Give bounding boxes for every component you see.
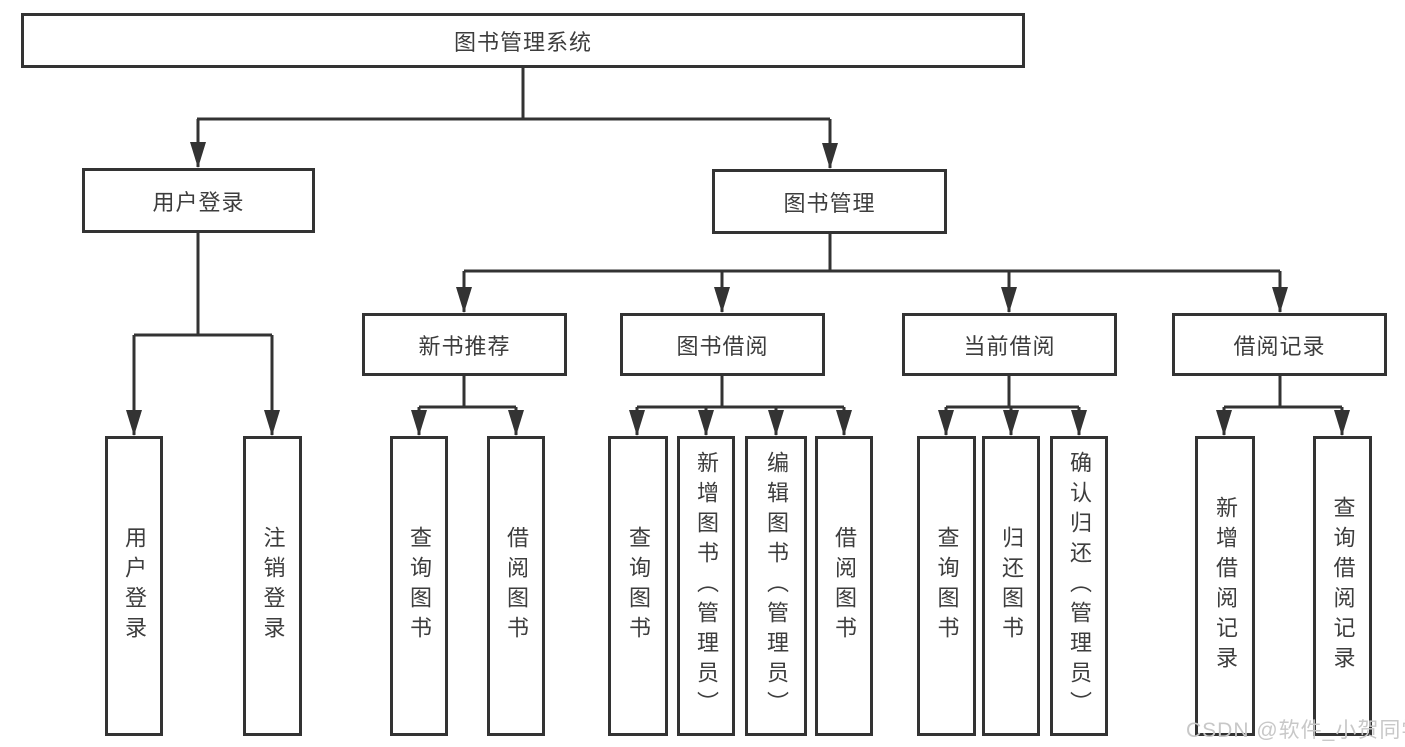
node-leaf-query-books-3-label: 查询图书 <box>934 526 960 646</box>
node-leaf-query-books-2-label: 查询图书 <box>626 526 651 646</box>
node-leaf-confirm-return-admin: 确认归还（管理员） <box>1050 436 1108 736</box>
node-leaf-query-borrow-record-label: 查询借阅记录 <box>1330 496 1356 676</box>
node-leaf-confirm-return-admin-label: 确认归还（管理员） <box>1067 451 1092 721</box>
node-leaf-borrow-books-2-label: 借阅图书 <box>832 526 857 646</box>
node-leaf-logout-label: 注销登录 <box>260 526 286 646</box>
node-leaf-user-login-label: 用户登录 <box>122 526 147 646</box>
node-leaf-logout: 注销登录 <box>243 436 302 736</box>
node-leaf-edit-books-admin: 编辑图书（管理员） <box>745 436 807 736</box>
node-leaf-add-books-admin-label: 新增图书（管理员） <box>694 451 719 721</box>
node-user-login-group-label: 用户登录 <box>152 189 245 215</box>
node-leaf-query-books-3: 查询图书 <box>917 436 976 736</box>
node-user-login-group: 用户登录 <box>82 168 315 233</box>
node-book-borrowing: 图书借阅 <box>620 313 825 376</box>
node-leaf-query-borrow-record: 查询借阅记录 <box>1313 436 1372 736</box>
node-book-mgmt-group: 图书管理 <box>712 169 947 234</box>
node-leaf-borrow-books-1: 借阅图书 <box>487 436 545 736</box>
node-leaf-borrow-books-2: 借阅图书 <box>815 436 873 736</box>
node-leaf-query-books-2: 查询图书 <box>608 436 668 736</box>
node-leaf-user-login: 用户登录 <box>105 436 163 736</box>
node-new-book-recommendation: 新书推荐 <box>362 313 567 376</box>
node-root-book-management-system: 图书管理系统 <box>21 13 1025 68</box>
node-leaf-query-books-1: 查询图书 <box>390 436 448 736</box>
node-leaf-query-books-1-label: 查询图书 <box>407 526 432 646</box>
node-borrowing-records-label: 借阅记录 <box>1233 333 1326 359</box>
node-leaf-edit-books-admin-label: 编辑图书（管理员） <box>764 451 789 721</box>
node-leaf-borrow-books-1-label: 借阅图书 <box>504 526 529 646</box>
node-leaf-return-books: 归还图书 <box>982 436 1040 736</box>
node-new-book-recommendation-label: 新书推荐 <box>418 333 511 359</box>
node-book-mgmt-group-label: 图书管理 <box>783 190 876 216</box>
node-current-borrowing: 当前借阅 <box>902 313 1117 376</box>
node-root-label: 图书管理系统 <box>453 29 592 55</box>
node-current-borrowing-label: 当前借阅 <box>963 333 1056 359</box>
node-leaf-add-books-admin: 新增图书（管理员） <box>677 436 735 736</box>
node-borrowing-records: 借阅记录 <box>1172 313 1387 376</box>
node-leaf-add-borrow-record-label: 新增借阅记录 <box>1213 496 1238 676</box>
node-leaf-add-borrow-record: 新增借阅记录 <box>1195 436 1255 736</box>
node-book-borrowing-label: 图书借阅 <box>676 333 769 359</box>
node-leaf-return-books-label: 归还图书 <box>999 526 1024 646</box>
